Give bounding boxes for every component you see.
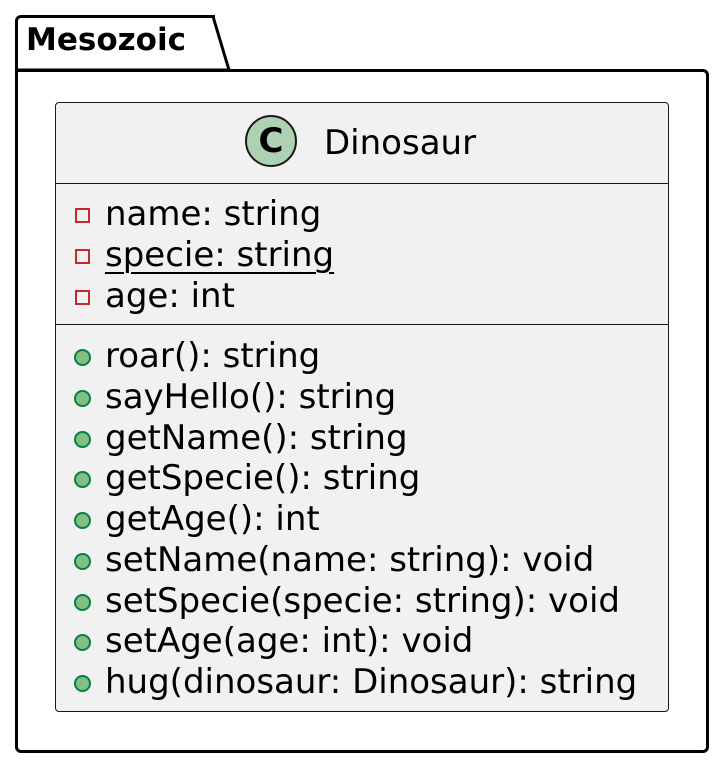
method-text: setAge(age: int): void [105,621,474,661]
method-row: sayHello(): string [56,377,668,417]
field-row: age: int [56,276,668,316]
class-box-dinosaur[interactable]: C Dinosaur name: string specie: string a… [55,102,669,712]
class-fields-section: name: string specie: string age: int [56,184,668,325]
field-row: specie: string [56,235,668,275]
field-text: age: int [105,276,235,316]
method-row: setName(name: string): void [56,540,668,580]
method-row: getAge(): int [56,499,668,539]
public-visibility-icon [74,634,91,651]
public-visibility-icon [74,553,91,570]
method-text: setSpecie(specie: string): void [105,581,620,621]
method-text: getName(): string [105,418,408,458]
public-visibility-icon [74,349,91,366]
public-visibility-icon [74,512,91,529]
public-visibility-icon [74,390,91,407]
field-text-static: specie: string [105,235,335,275]
private-visibility-icon [75,290,90,305]
package-name: Mesozoic [26,22,186,58]
private-visibility-icon [75,249,90,264]
method-text: roar(): string [105,336,321,376]
method-row: hug(dinosaur: Dinosaur): string [56,662,668,702]
public-visibility-icon [74,471,91,488]
field-text: name: string [105,194,322,234]
private-visibility-icon [75,208,90,223]
class-name: Dinosaur [324,123,477,163]
method-text: hug(dinosaur: Dinosaur): string [105,662,638,702]
public-visibility-icon [74,675,91,692]
method-text: getSpecie(): string [105,458,421,498]
package-tab [15,15,215,69]
public-visibility-icon [74,594,91,611]
method-text: setName(name: string): void [105,540,595,580]
field-row: name: string [56,194,668,234]
public-visibility-icon [74,431,91,448]
method-row: roar(): string [56,336,668,376]
method-row: setSpecie(specie: string): void [56,581,668,621]
class-stereotype-icon: C [245,115,297,167]
method-row: getName(): string [56,418,668,458]
method-text: getAge(): int [105,499,320,539]
method-row: setAge(age: int): void [56,621,668,661]
method-text: sayHello(): string [105,377,397,417]
class-header: C Dinosaur [56,103,668,184]
method-row: getSpecie(): string [56,458,668,498]
